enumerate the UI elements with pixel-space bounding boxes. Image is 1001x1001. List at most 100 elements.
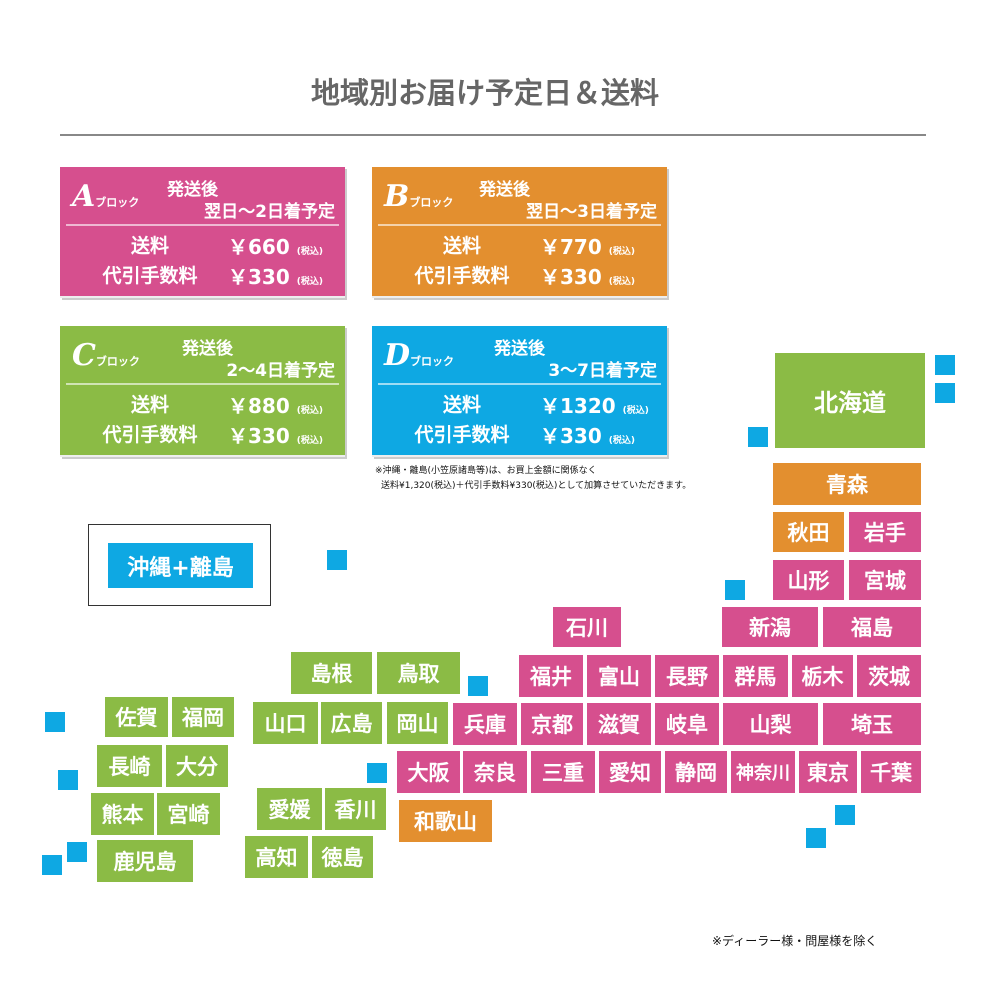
island-marker — [748, 427, 768, 447]
okinawa-label: 沖縄+離島 — [108, 543, 253, 588]
island-marker — [45, 712, 65, 732]
pref-saga: 佐賀 — [105, 697, 168, 737]
block-letter: D — [384, 338, 411, 373]
cod-fee: ￥330 — [228, 265, 290, 289]
pref-chiba: 千葉 — [861, 751, 921, 793]
shipping-label: 送料 — [442, 394, 481, 416]
block-label: Aブロック — [72, 179, 139, 214]
shipping-fee: ￥880 — [228, 394, 290, 418]
card-divider — [378, 383, 661, 385]
block-suffix: ブロック — [409, 196, 454, 209]
pref-mie: 三重 — [531, 751, 595, 793]
cod-fee: ￥330 — [228, 424, 290, 448]
pref-fukushima: 福島 — [823, 607, 921, 647]
shipping-label: 送料 — [130, 394, 169, 416]
pref-miyagi: 宮城 — [849, 560, 921, 600]
shipping-fee: ￥770 — [540, 235, 602, 259]
block-card-b: Bブロック 発送後 翌日～3日着予定 送料￥770 (税込) 代引手数料￥330… — [372, 167, 667, 298]
island-marker — [468, 676, 488, 696]
pref-yamanashi: 山梨 — [723, 703, 818, 745]
pref-kanagawa: 神奈川 — [731, 751, 795, 793]
note-line: ※沖縄・離島(小笠原諸島等)は、お買上金額に関係なく — [375, 466, 597, 476]
pref-miyazaki: 宮崎 — [157, 793, 220, 835]
pref-niigata: 新潟 — [722, 607, 818, 647]
tax-note: (税込) — [608, 436, 635, 446]
delivery-line2: 翌日～3日着予定 — [526, 202, 657, 222]
block-label: Dブロック — [384, 338, 454, 373]
pref-aichi: 愛知 — [599, 751, 661, 793]
block-letter: C — [72, 338, 96, 373]
island-marker — [935, 383, 955, 403]
pref-hokkaido: 北海道 — [775, 353, 925, 448]
note-line: 送料¥1,320(税込)＋代引手数料¥330(税込)として加算させていただきます… — [381, 481, 692, 491]
tax-note: (税込) — [296, 436, 323, 446]
tax-note: (税込) — [622, 406, 649, 416]
pref-wakayama: 和歌山 — [399, 800, 492, 842]
shipping-label: 送料 — [130, 235, 169, 257]
island-marker — [367, 763, 387, 783]
cod-fee: ￥330 — [540, 265, 602, 289]
shipping-fee: ￥1320 — [540, 394, 616, 418]
tax-note: (税込) — [296, 277, 323, 287]
shipping-label: 送料 — [442, 235, 481, 257]
pref-aomori: 青森 — [773, 463, 921, 505]
island-marker — [58, 770, 78, 790]
pref-akita: 秋田 — [773, 512, 844, 552]
block-label: Bブロック — [384, 179, 453, 214]
block-card-d: Dブロック 発送後 3～7日着予定 送料￥1320 (税込) 代引手数料￥330… — [372, 326, 667, 457]
block-label: Cブロック — [72, 338, 140, 373]
tax-note: (税込) — [296, 247, 323, 257]
delivery-line2: 翌日～2日着予定 — [204, 202, 335, 222]
pref-iwate: 岩手 — [849, 512, 921, 552]
divider — [60, 134, 926, 136]
pref-gunma: 群馬 — [723, 655, 788, 697]
pref-kyoto: 京都 — [521, 703, 583, 745]
footer-note: ※ディーラー様・問屋様を除く — [712, 934, 878, 948]
block-letter: A — [72, 179, 96, 214]
pref-shimane: 島根 — [291, 652, 372, 694]
cod-label: 代引手数料 — [102, 265, 198, 287]
block-card-a: Aブロック 発送後 翌日～2日着予定 送料 ￥660 (税込) 代引手数料 ￥330… — [60, 167, 345, 298]
okinawa-box — [88, 524, 271, 606]
island-marker — [42, 855, 62, 875]
pref-kagoshima: 鹿児島 — [97, 840, 193, 882]
pref-nagano: 長野 — [655, 655, 719, 697]
pref-osaka: 大阪 — [397, 751, 460, 793]
cod-label: 代引手数料 — [414, 265, 510, 287]
pref-yamagata: 山形 — [773, 560, 844, 600]
island-marker — [935, 355, 955, 375]
delivery-line2: 2～4日着予定 — [226, 361, 335, 381]
block-letter: B — [384, 179, 410, 214]
cod-label: 代引手数料 — [414, 424, 510, 446]
pref-fukuoka: 福岡 — [172, 697, 234, 737]
card-divider — [378, 224, 661, 226]
block-suffix: ブロック — [95, 196, 140, 209]
page-title: 地域別お届け予定日＆送料 — [310, 76, 659, 110]
pref-saitama: 埼玉 — [823, 703, 921, 745]
card-divider — [66, 383, 339, 385]
block-suffix: ブロック — [95, 355, 140, 368]
pref-tokushima: 徳島 — [312, 836, 373, 878]
pref-nagasaki: 長崎 — [97, 745, 162, 787]
block-suffix: ブロック — [410, 355, 455, 368]
shipping-fee: ￥660 — [228, 235, 290, 259]
card-divider — [66, 224, 339, 226]
pref-okayama: 岡山 — [387, 702, 448, 744]
pref-nara: 奈良 — [463, 751, 527, 793]
pref-ishikawa: 石川 — [553, 607, 621, 647]
island-marker — [327, 550, 347, 570]
tax-note: (税込) — [608, 247, 635, 257]
pref-ibaraki: 茨城 — [857, 655, 921, 697]
delivery-line1: 発送後 — [167, 180, 218, 200]
pref-ehime: 愛媛 — [257, 788, 322, 830]
tax-note: (税込) — [296, 406, 323, 416]
delivery-line1: 発送後 — [182, 339, 233, 359]
pref-yamaguchi: 山口 — [253, 702, 318, 744]
island-marker — [806, 828, 826, 848]
pref-kagawa: 香川 — [325, 788, 386, 830]
island-marker — [725, 580, 745, 600]
pref-hyogo: 兵庫 — [453, 703, 517, 745]
pref-oita: 大分 — [166, 745, 228, 787]
pref-toyama: 富山 — [587, 655, 651, 697]
delivery-line2: 3～7日着予定 — [548, 361, 657, 381]
